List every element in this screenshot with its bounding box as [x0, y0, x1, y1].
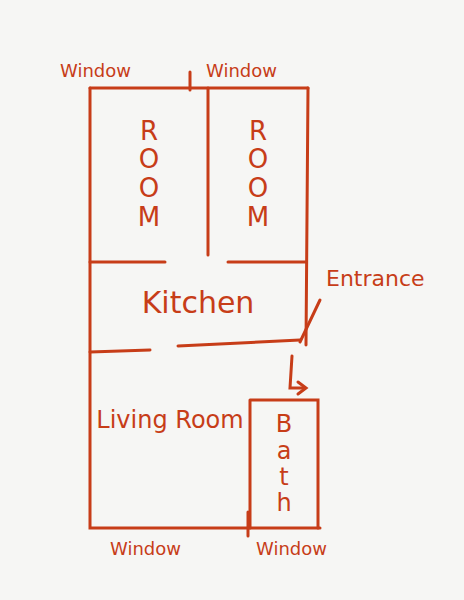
room-name: ROOM	[136, 117, 162, 231]
room-region: ROOM	[210, 90, 306, 258]
plan-label: Window	[110, 538, 181, 559]
right-wall	[306, 88, 308, 345]
kitchen-wall	[90, 340, 300, 352]
room-divider	[207, 88, 210, 255]
outer-wall	[90, 88, 320, 528]
room-name: Kitchen	[142, 286, 255, 321]
room-region: ROOM	[92, 90, 206, 258]
room-region: Bath	[252, 402, 316, 526]
window-divider	[189, 72, 192, 90]
leader-line	[300, 300, 320, 342]
top-wall	[90, 87, 308, 90]
room-name: Bath	[272, 411, 296, 517]
arrow-head	[298, 382, 306, 394]
bath-wall	[250, 400, 318, 528]
room-name: Living Room	[96, 407, 243, 435]
room-region: Kitchen	[92, 264, 304, 342]
plan-label: Entrance	[326, 266, 425, 291]
room-region: Living Room	[92, 356, 248, 486]
window-divider	[247, 512, 250, 536]
plan-label: Window	[60, 60, 131, 81]
room-wall	[90, 261, 306, 264]
room-name: ROOM	[245, 117, 271, 231]
plan-label: Window	[206, 60, 277, 81]
plan-label: Window	[256, 538, 327, 559]
